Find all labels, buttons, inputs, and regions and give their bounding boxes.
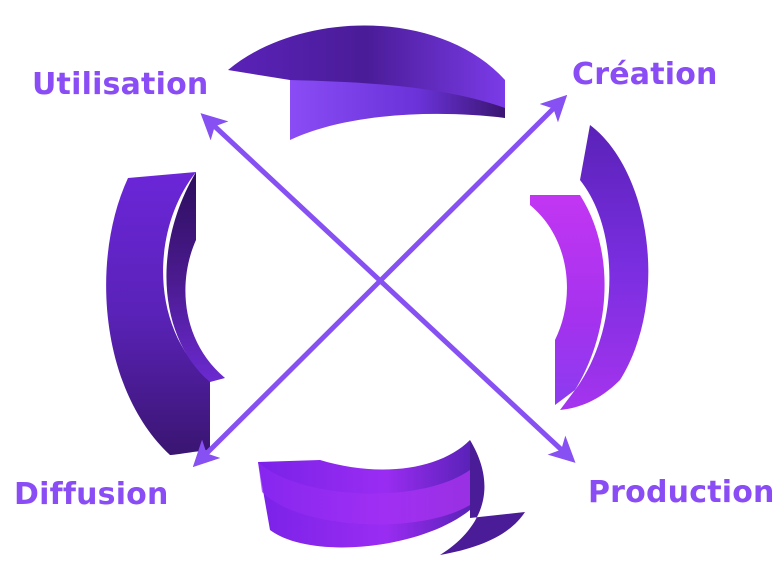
cycle-segment-top: [228, 25, 505, 140]
stage-label-creation: Création: [572, 57, 718, 92]
stage-label-production: Production: [588, 475, 774, 510]
cycle-segment-bottom: [258, 440, 525, 555]
stage-label-diffusion: Diffusion: [14, 477, 169, 512]
arrow-utilisation-production: [200, 113, 576, 463]
cycle-segment-left: [106, 172, 225, 455]
stage-label-utilisation: Utilisation: [32, 67, 209, 102]
arrow-diffusion-creation: [192, 94, 568, 468]
cycle-segment-right: [530, 125, 649, 410]
